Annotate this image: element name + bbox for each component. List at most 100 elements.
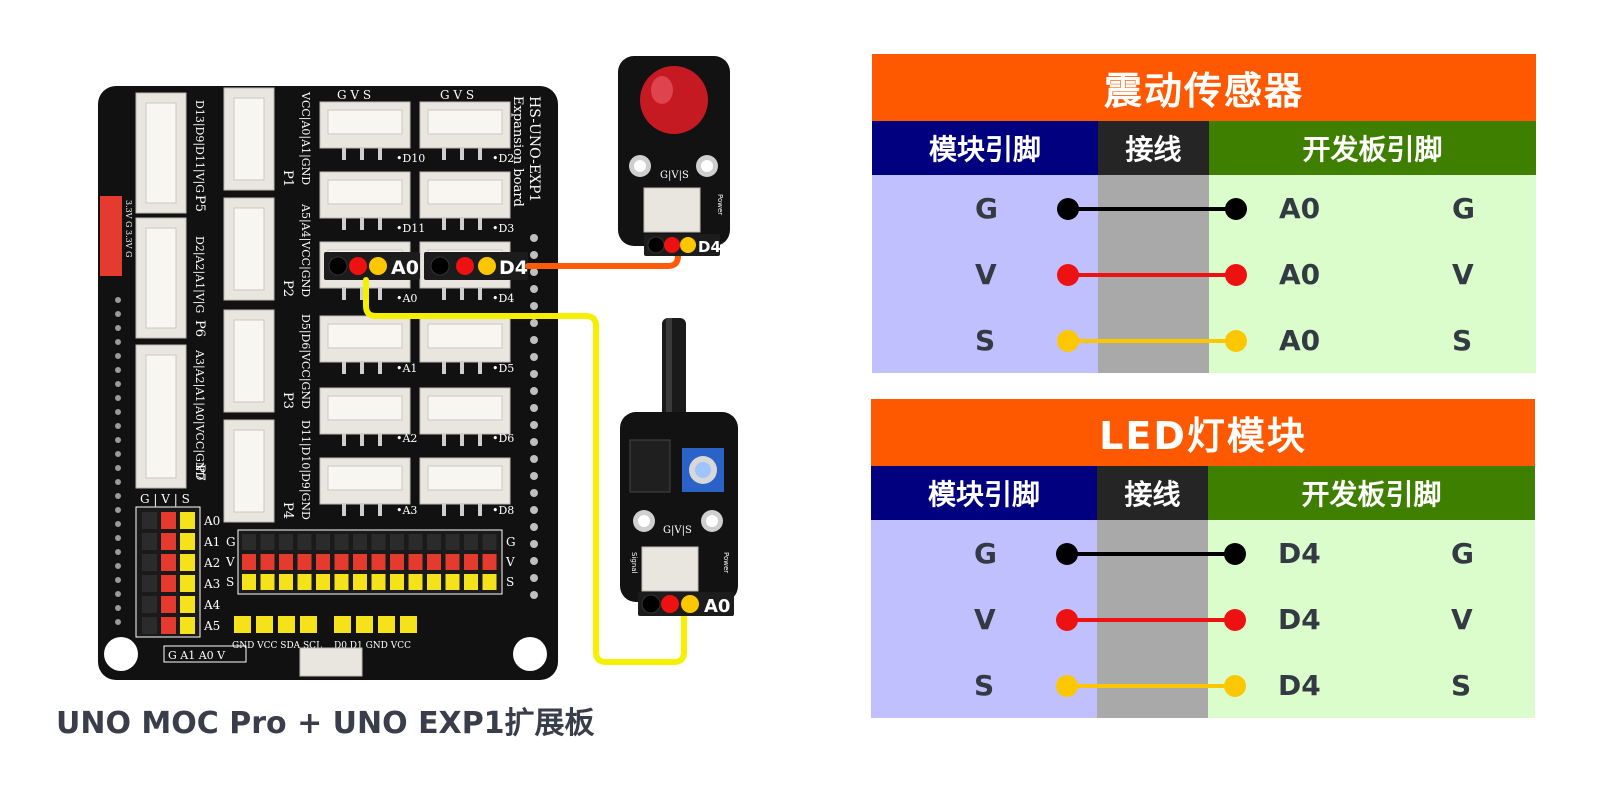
connector-pin: [378, 504, 382, 516]
edge-pin: [530, 591, 538, 599]
header-pin: [297, 534, 312, 550]
edge-pin: [115, 535, 121, 541]
connector-pin: [378, 218, 382, 230]
header-pin: [353, 554, 367, 570]
header-pin: [464, 574, 478, 590]
header-pin: [242, 574, 256, 590]
port-d3: •D3: [492, 222, 514, 235]
header-pin: [316, 554, 330, 570]
bottom-label-box: [163, 645, 247, 663]
header-pin: [371, 554, 386, 570]
board-port-g: A0: [1279, 192, 1321, 225]
three-pin-connector-slot: [427, 109, 503, 135]
header-board-pin: 开发板引脚: [1209, 121, 1536, 175]
header-pin: [180, 617, 195, 634]
wire-dot-start-g: [1056, 543, 1078, 565]
connector-pin: [460, 148, 464, 160]
p3-pin-labels: D5|D6|VCC|GND: [298, 314, 312, 409]
connector-pin: [442, 362, 446, 374]
edge-pin: [115, 325, 121, 331]
header-pin: [142, 512, 157, 529]
wire-dot-start-v: [1056, 609, 1078, 631]
connector-pin: [378, 362, 382, 374]
header-pin: [242, 534, 256, 550]
header-pin: [180, 512, 195, 529]
three-pin-connector-slot: [427, 395, 503, 421]
header-board-pin: 开发板引脚: [1208, 466, 1535, 520]
header-pin: [445, 534, 460, 550]
header-pin: [445, 574, 460, 590]
header-pin: [334, 574, 349, 590]
connector-pin: [460, 218, 464, 230]
board-pin-g: G: [1452, 192, 1475, 225]
edge-pin: [530, 387, 538, 395]
header-pin: [427, 574, 441, 590]
header-pin: [142, 575, 157, 592]
edge-pin: [530, 574, 538, 582]
header-pin: [390, 554, 404, 570]
sensor-connector: [641, 546, 699, 592]
module-pin-g: G: [975, 192, 998, 225]
wire-dot-end-v: [1225, 264, 1247, 286]
connector-p6: [135, 217, 187, 339]
edge-pin: [530, 472, 538, 480]
port-d6: •D6: [492, 432, 514, 445]
connector-pin: [342, 434, 346, 446]
board-pin-g: G: [1451, 537, 1474, 570]
header-pin: [279, 574, 293, 590]
sensor-chip: [629, 439, 671, 493]
mount-hole-left: [104, 637, 138, 671]
wire-d4-to-led: [525, 243, 681, 269]
board-tag-a0-text: A0: [391, 257, 419, 279]
port-d2: •D2: [492, 152, 514, 165]
connector-p5: [135, 92, 187, 214]
led-bulb: [640, 66, 708, 134]
gvs-side-label-left: G: [226, 535, 236, 549]
table-title: 震动传感器: [872, 54, 1536, 121]
port-a3: •A3: [396, 504, 417, 517]
wire-dot-start-v: [1057, 264, 1079, 286]
board-pin-v: V: [1451, 603, 1473, 636]
header-pin: [408, 554, 423, 570]
table-header: 模块引脚 接线 开发板引脚: [871, 466, 1535, 520]
analog-row-label: A0: [203, 514, 220, 528]
edge-pin: [530, 302, 538, 310]
table-title: LED灯模块: [871, 399, 1535, 466]
p7-pin-labels: A3|A2|A1|A0|VCC|GND: [192, 349, 206, 480]
gvs-side-label-left: S: [226, 575, 234, 589]
three-pin-connector-slot: [327, 109, 403, 135]
caption: UNO MOC Pro + UNO EXP1扩展板: [56, 706, 595, 741]
board-tag-d4: D4: [424, 252, 528, 280]
edge-pin: [115, 339, 121, 345]
board-pin-s: S: [1452, 324, 1473, 357]
analog-header-pins: [142, 512, 195, 634]
header-pin: [371, 534, 386, 550]
analog-row-label: A5: [203, 619, 220, 633]
connector-p2: [223, 197, 275, 301]
header-pin: [180, 596, 195, 613]
header-pin: [142, 617, 157, 634]
edge-pin: [115, 605, 121, 611]
header-pin: [142, 533, 157, 550]
connector-pin: [478, 434, 482, 446]
connector-p7: [135, 344, 187, 489]
header-pin: [408, 574, 423, 590]
bottom-connector: [299, 647, 363, 677]
module-pin-v: V: [974, 603, 996, 636]
header-pin: [161, 617, 176, 634]
edge-pin: [115, 395, 121, 401]
gvs-header-right: G V S: [440, 88, 474, 102]
edge-pin: [115, 577, 121, 583]
connector-pin: [378, 148, 382, 160]
port-a0: •A0: [396, 292, 417, 305]
edge-pin: [115, 297, 121, 303]
edge-pin: [115, 619, 121, 625]
header-pin: [256, 616, 273, 633]
header-pin: [482, 534, 497, 550]
led-module-table: LED灯模块 模块引脚 接线 开发板引脚 G V S D4 D4 D4 G V …: [871, 399, 1535, 718]
sensor-power-text: Power: [722, 552, 730, 573]
i2c-labels: GND VCC SDA SCL: [232, 641, 322, 651]
header-pin: [180, 554, 195, 571]
header-pin: [427, 554, 441, 570]
